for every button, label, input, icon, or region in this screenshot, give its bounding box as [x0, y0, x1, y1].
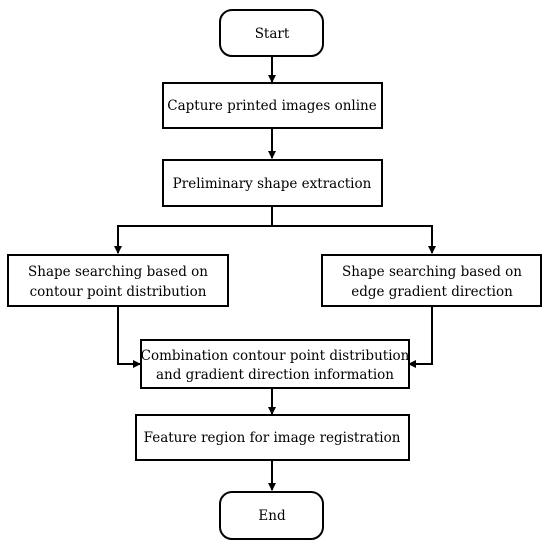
end-node: End: [219, 491, 324, 540]
edge-gradient-to-combination: [408, 306, 433, 368]
gradient-label-line2: edge gradient direction: [351, 284, 513, 300]
combination-node: Combination contour point distribution a…: [140, 339, 410, 389]
edge-preliminary-to-contour: [114, 206, 273, 254]
start-node: Start: [219, 9, 324, 57]
edge-preliminary-to-gradient: [272, 225, 436, 254]
contour-node: Shape searching based on contour point d…: [7, 254, 229, 307]
preliminary-label: Preliminary shape extraction: [173, 176, 372, 192]
end-label: End: [258, 508, 286, 524]
capture-label: Capture printed images online: [167, 98, 377, 114]
combination-label-line2: and gradient direction information: [156, 367, 394, 383]
gradient-label-line1: Shape searching based on: [342, 264, 522, 280]
preliminary-node: Preliminary shape extraction: [162, 159, 383, 207]
start-label: Start: [255, 26, 290, 42]
contour-label-line2: contour point distribution: [30, 284, 207, 300]
gradient-node: Shape searching based on edge gradient d…: [321, 254, 542, 307]
contour-label-line1: Shape searching based on: [28, 264, 208, 280]
edge-contour-to-combination: [117, 306, 141, 368]
capture-node: Capture printed images online: [162, 82, 383, 129]
feature-node: Feature region for image registration: [135, 414, 410, 461]
feature-label: Feature region for image registration: [144, 430, 401, 446]
combination-label-line1: Combination contour point distribution: [141, 348, 410, 364]
edges: [114, 56, 436, 491]
